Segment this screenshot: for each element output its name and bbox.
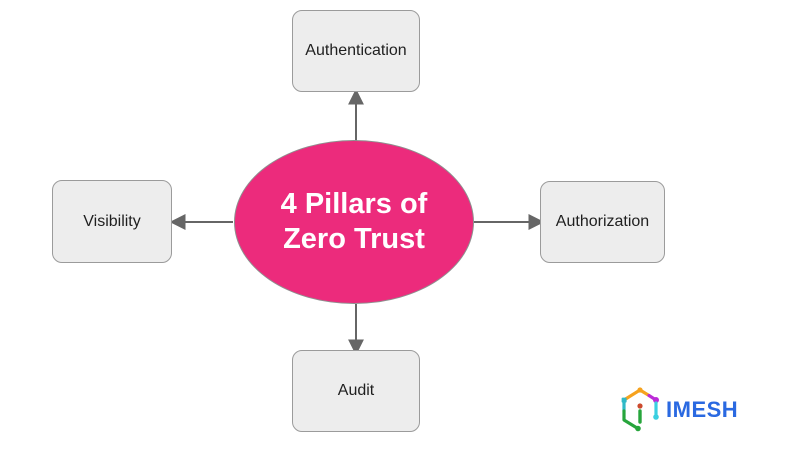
center-ellipse: 4 Pillars of Zero Trust [234,140,474,304]
node-audit: Audit [292,350,420,432]
node-visibility-label: Visibility [83,212,141,230]
node-authorization-label: Authorization [555,213,650,230]
center-title-line2: Zero Trust [283,223,425,255]
imesh-logo-text: IMESH [666,397,739,422]
node-authentication-label: Authentication [305,42,407,59]
imesh-cube-icon [621,387,659,432]
center-title-line1: 4 Pillars of [280,188,428,220]
node-authorization: Authorization [540,181,665,263]
imesh-logo: IMESH [618,386,738,434]
node-authentication: Authentication [292,10,420,92]
node-audit-label: Audit [337,382,375,399]
node-visibility: Visibility [52,180,172,263]
